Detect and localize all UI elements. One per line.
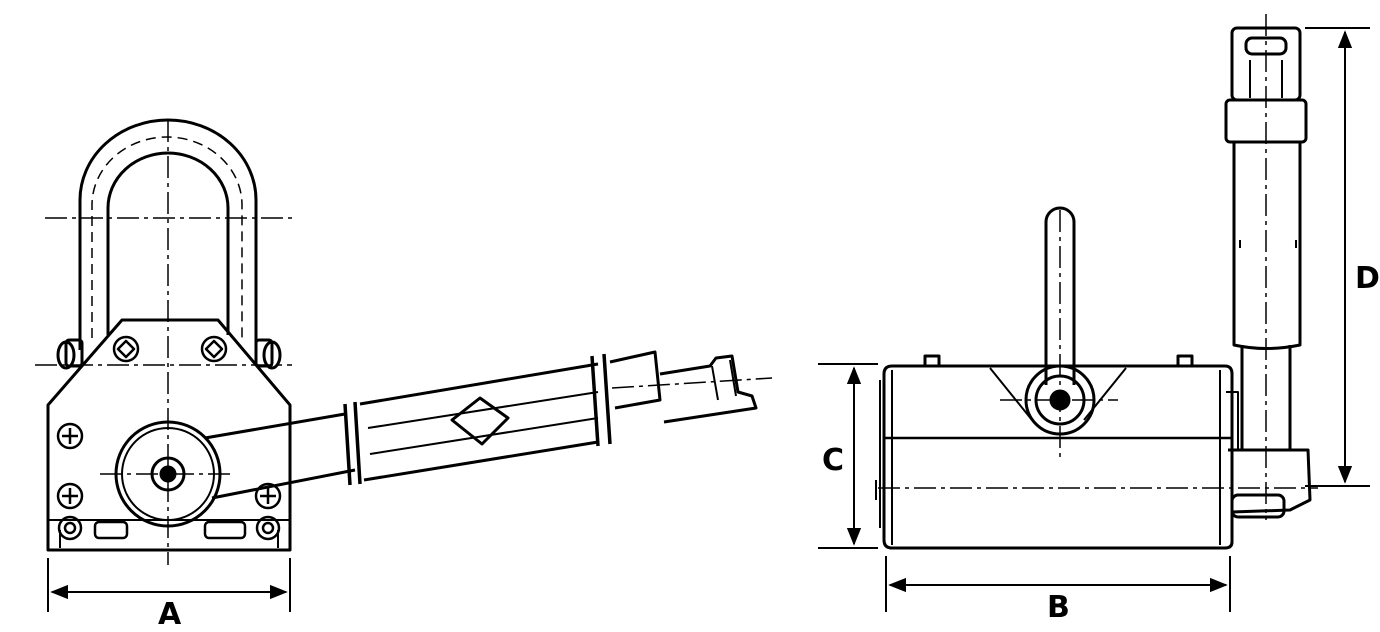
shackle	[56, 118, 282, 370]
dimension-b-line	[885, 556, 1231, 612]
dimension-d-label: D	[1355, 261, 1380, 296]
front-bolts	[56, 335, 282, 541]
front-view	[46, 118, 758, 552]
side-centerlines	[878, 14, 1318, 520]
dimension-c-line	[818, 363, 878, 549]
front-body	[46, 318, 292, 552]
dimension-a-line	[47, 558, 291, 612]
side-shackle	[1224, 26, 1312, 519]
dimension-a-label: A	[158, 597, 182, 632]
dimension-c-label: C	[822, 443, 845, 478]
front-centerlines	[35, 120, 773, 565]
release-handle	[204, 350, 758, 500]
side-view	[875, 26, 1312, 550]
dimension-d-line	[1305, 27, 1370, 487]
dimension-b-label: B	[1047, 590, 1070, 625]
side-body	[882, 364, 1234, 550]
